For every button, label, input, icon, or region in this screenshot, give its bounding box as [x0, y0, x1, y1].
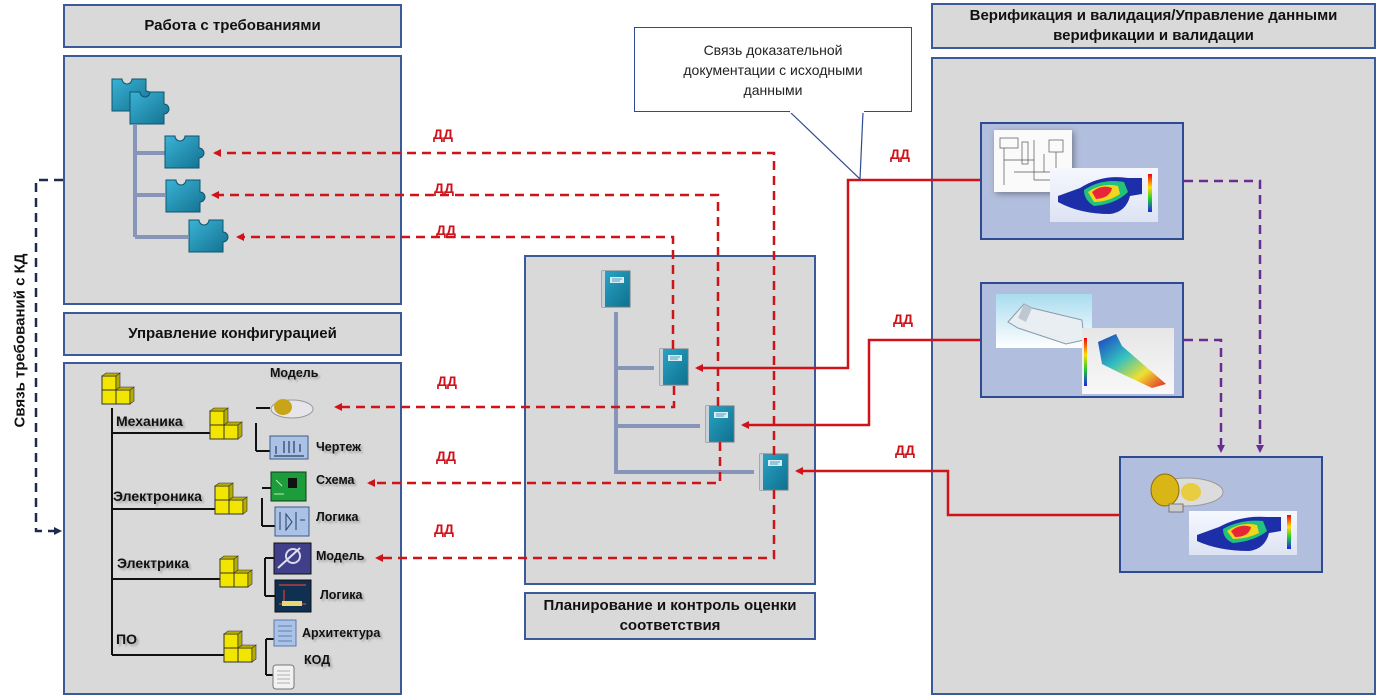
engine-model-thumbnail	[1143, 470, 1227, 514]
item-software-code: КОД	[304, 653, 331, 667]
combustor-simulation-thumbnail-2	[1189, 511, 1297, 555]
verification-box-1	[980, 122, 1184, 240]
blade-icon	[1007, 303, 1085, 345]
side-link-label-text: Связь требований с КД	[11, 253, 29, 427]
dd-label-vv-3: ДД	[895, 442, 915, 458]
requirements-title-text: Работа с требованиями	[144, 17, 321, 34]
item-mechanics-model: Модель	[270, 366, 319, 380]
blade-stress-thumbnail	[1082, 328, 1174, 394]
stress-heatmap-icon	[1084, 334, 1166, 388]
callout-evidence-link: Связь доказательной документации с исход…	[634, 27, 912, 112]
requirements-panel	[63, 55, 402, 305]
planning-title: Планирование и контроль оценки соответст…	[524, 592, 816, 640]
dd-label-req-1: ДД	[433, 126, 453, 142]
branch-electrics: Электрика	[117, 555, 189, 571]
item-software-architecture: Архитектура	[302, 626, 381, 640]
item-electrics-model: Модель	[316, 549, 365, 563]
verification-box-2	[980, 282, 1184, 398]
schematic-thumbnail	[994, 130, 1072, 192]
configuration-panel	[63, 362, 402, 695]
side-link-label: Связь требований с КД	[5, 200, 35, 480]
verification-title-text: Верификация и валидация/Управление данны…	[969, 7, 1338, 44]
dd-label-cfg-1: ДД	[437, 373, 457, 389]
dd-label-cfg-2: ДД	[436, 448, 456, 464]
branch-software: ПО	[116, 631, 137, 647]
combustor-simulation-thumbnail	[1050, 168, 1158, 222]
heatmap-icon	[1058, 174, 1152, 214]
branch-mechanics: Механика	[116, 413, 183, 429]
heatmap-icon-2	[1197, 515, 1291, 551]
item-electronics-logic: Логика	[316, 510, 359, 524]
planning-panel	[524, 255, 816, 585]
branch-electronics: Электроника	[113, 488, 202, 504]
configuration-title: Управление конфигурацией	[63, 312, 402, 356]
dd-label-req-2: ДД	[434, 180, 454, 196]
requirements-title: Работа с требованиями	[63, 4, 402, 48]
blade-model-thumbnail	[996, 294, 1092, 348]
dd-label-vv-2: ДД	[893, 311, 913, 327]
callout-pointer	[789, 111, 864, 181]
verification-box-3	[1119, 456, 1323, 573]
verification-title: Верификация и валидация/Управление данны…	[931, 3, 1376, 49]
configuration-title-text: Управление конфигурацией	[128, 325, 337, 342]
dd-label-req-3: ДД	[436, 222, 456, 238]
callout-text: Связь доказательной документации с исход…	[683, 41, 863, 98]
dd-label-vv-1: ДД	[890, 146, 910, 162]
dd-label-cfg-3: ДД	[434, 521, 454, 537]
item-mechanics-drawing: Чертеж	[316, 440, 361, 454]
item-electronics-schema: Схема	[316, 473, 355, 487]
planning-title-text: Планирование и контроль оценки соответст…	[543, 597, 797, 634]
item-electrics-logic: Логика	[320, 588, 363, 602]
engine-icon	[1150, 473, 1224, 513]
req-to-config-link	[34, 178, 63, 535]
